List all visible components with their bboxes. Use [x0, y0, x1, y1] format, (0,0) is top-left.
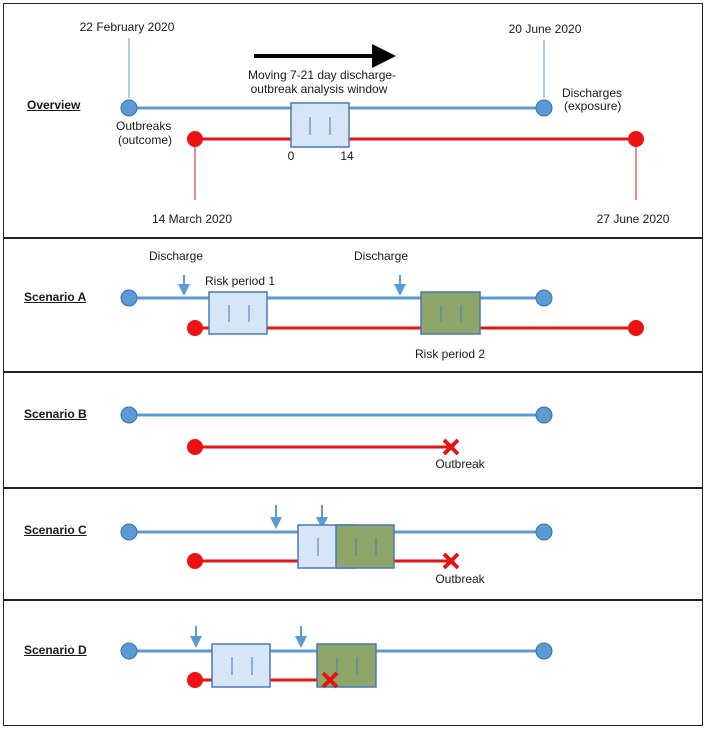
window-tick-start: 0: [287, 149, 295, 163]
discharge-end-date: 20 June 2020: [508, 22, 582, 36]
risk-period-2-window: [316, 643, 377, 688]
scenario-d-panel: [3, 600, 703, 726]
scenario-b-panel: [3, 372, 703, 488]
risk-period-1-window: [211, 643, 271, 688]
overview-panel: [3, 3, 703, 238]
discharge-start-node: [120, 99, 138, 117]
outbreaks-label-line2: (outcome): [118, 133, 173, 147]
risk-period-1-window: [208, 291, 268, 335]
scenario-c-title: Scenario C: [24, 523, 87, 537]
outbreak-end-date: 27 June 2020: [596, 212, 670, 226]
discharge-label: Discharge: [353, 249, 409, 263]
outbreak-cross-icon: [321, 671, 339, 689]
risk-period-2-label: Risk period 2: [414, 347, 486, 361]
scenario-a-panel: [3, 238, 703, 372]
outbreak-cross-icon: [442, 552, 460, 570]
window-tick-end: 14: [340, 149, 354, 163]
discharge-start-date: 22 February 2020: [79, 20, 175, 34]
outbreak-label: Outbreak: [435, 572, 485, 586]
discharge-start-node: [120, 289, 138, 307]
outbreak-label: Outbreak: [435, 457, 485, 471]
discharge-start-node: [120, 406, 138, 424]
risk-period-2-window: [420, 291, 481, 335]
discharge-start-node: [120, 642, 138, 660]
window-label-line1: Moving 7-21 day discharge-: [247, 68, 397, 82]
outbreak-cross-icon: [442, 438, 460, 456]
discharge-end-node: [535, 289, 553, 307]
scenario-a-title: Scenario A: [24, 290, 87, 304]
discharge-label: Discharge: [148, 249, 204, 263]
outbreak-end-node: [628, 131, 644, 147]
scenario-c-panel: [3, 488, 703, 600]
scenario-b-title: Scenario B: [24, 407, 87, 421]
risk-period-2-window: [335, 524, 395, 569]
outbreaks-label-line1: Outbreaks: [116, 119, 172, 133]
overview-title: Overview: [27, 98, 81, 112]
outbreak-start-node: [187, 131, 203, 147]
discharge-end-node: [535, 99, 553, 117]
discharge-end-node: [535, 523, 553, 541]
scenario-d-title: Scenario D: [24, 643, 87, 657]
window-label-line2: outbreak analysis window: [250, 82, 388, 96]
discharge-end-node: [535, 406, 553, 424]
discharge-start-node: [120, 523, 138, 541]
discharges-label-line1: Discharges: [562, 86, 623, 100]
discharge-end-node: [535, 642, 553, 660]
outbreak-start-node: [187, 439, 203, 455]
outbreak-start-date: 14 March 2020: [151, 212, 233, 226]
outbreak-start-node: [187, 553, 203, 569]
outbreak-start-node: [187, 320, 203, 336]
risk-period-1-label: Risk period 1: [204, 274, 276, 288]
analysis-window: [290, 102, 350, 148]
discharges-label-line2: (exposure): [564, 99, 622, 113]
outbreak-end-node: [628, 320, 644, 336]
outbreak-start-node: [187, 672, 203, 688]
